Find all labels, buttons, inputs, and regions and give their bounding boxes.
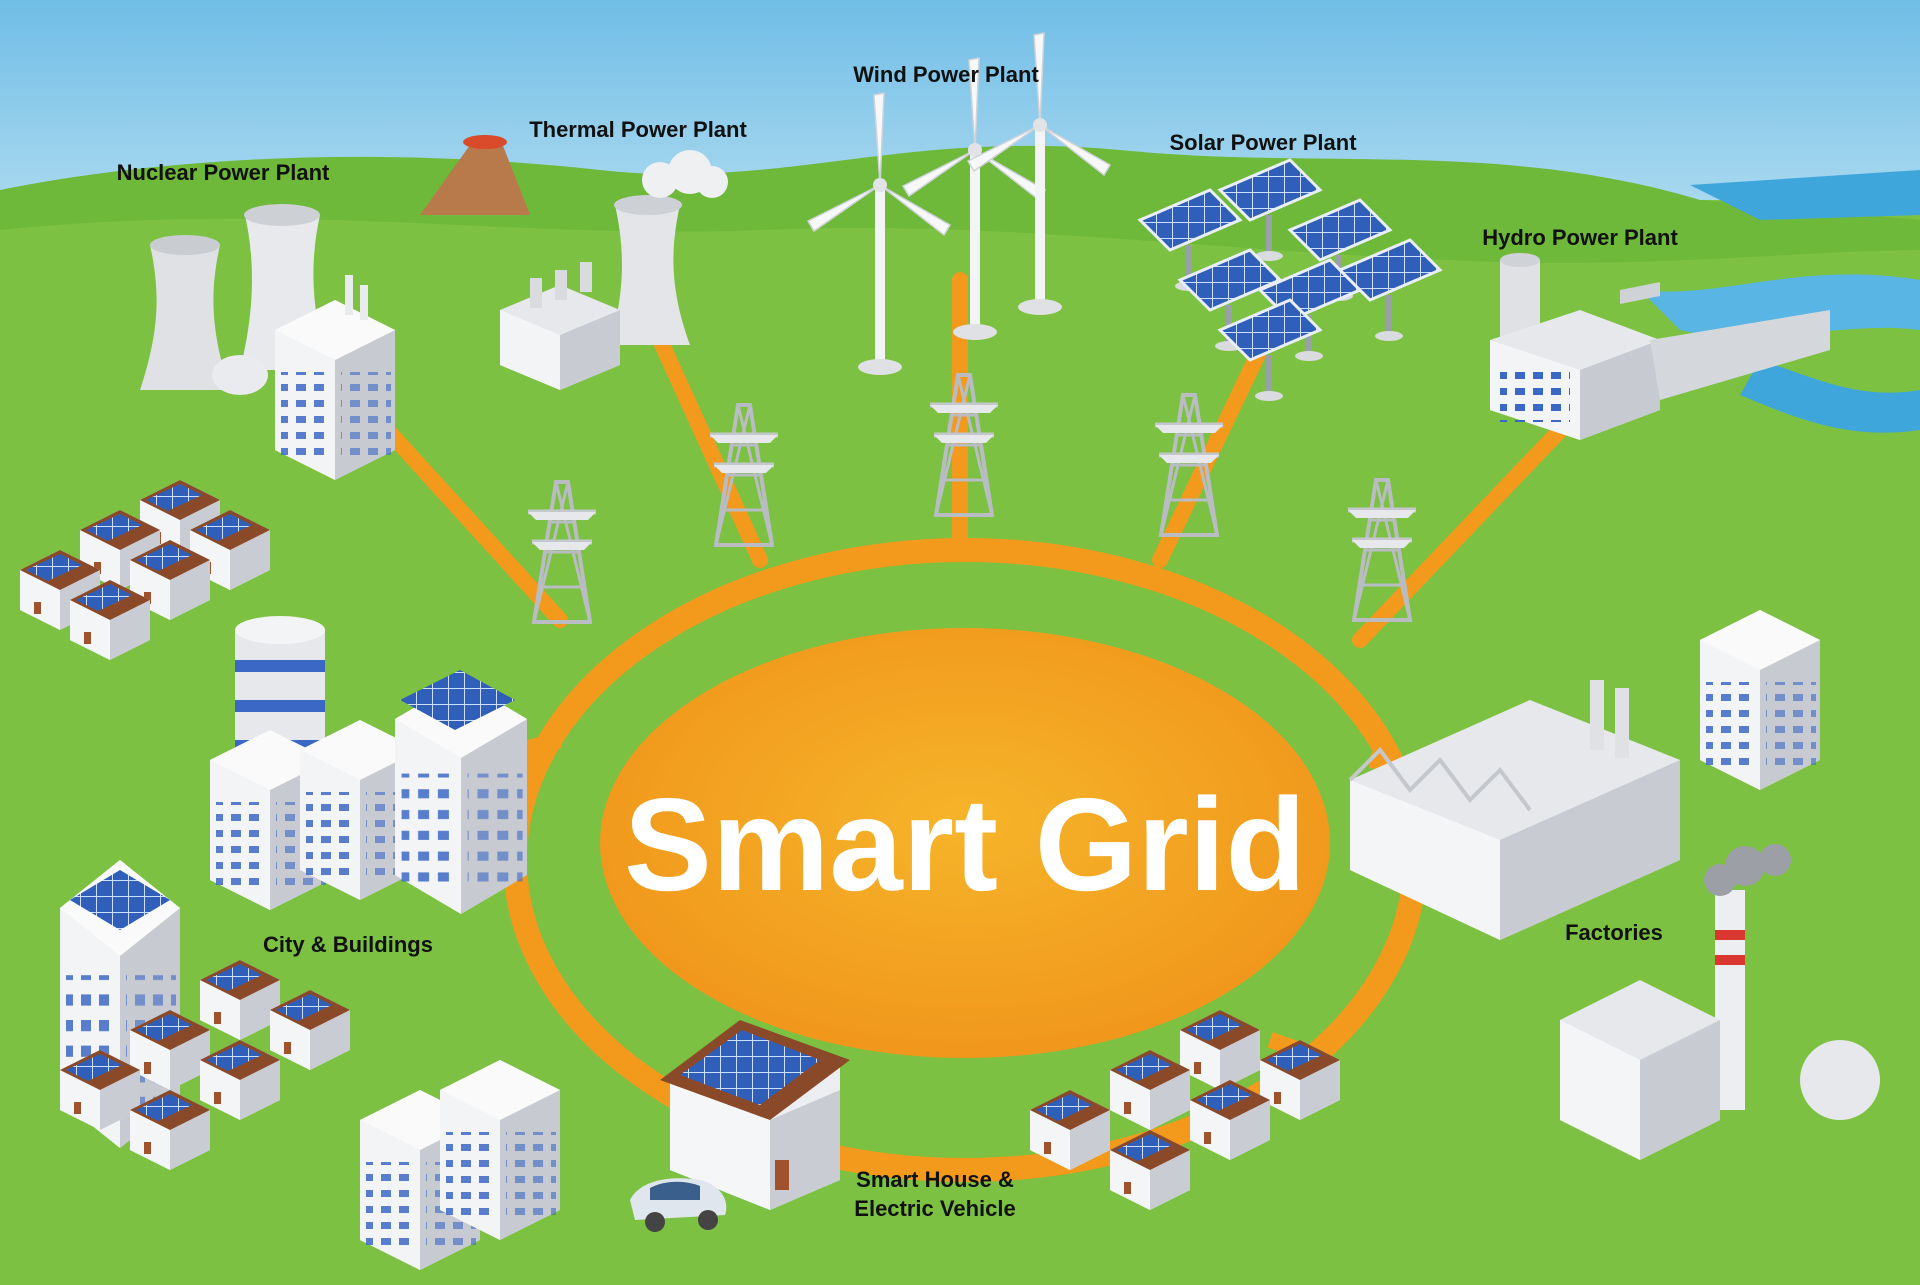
office-building-icon — [440, 1060, 560, 1240]
label-hydro: Hydro Power Plant — [1482, 225, 1678, 250]
sea — [1690, 170, 1920, 220]
reservoir — [1640, 274, 1920, 338]
city-lower-left — [60, 860, 350, 1170]
feed-line-hydro — [1352, 412, 1578, 648]
thermal-plant-icon — [500, 150, 728, 390]
label-factories: Factories — [1565, 920, 1663, 945]
feed-line-thermal — [652, 332, 768, 568]
label-smart-house-1: Smart House & — [856, 1167, 1014, 1192]
label-nuclear: Nuclear Power Plant — [117, 160, 330, 185]
label-smart-house-2: Electric Vehicle — [854, 1196, 1015, 1221]
office-building-icon — [1700, 610, 1820, 790]
hydro-dam-icon — [1490, 253, 1830, 440]
smart-grid-hub — [600, 628, 1330, 1058]
label-city: City & Buildings — [263, 932, 433, 957]
city-buildings — [210, 616, 527, 914]
smart-house-icon — [660, 1020, 850, 1210]
river — [1740, 360, 1920, 433]
volcano-icon — [420, 135, 530, 215]
label-thermal: Thermal Power Plant — [529, 117, 747, 142]
electric-car-icon — [630, 1178, 727, 1232]
label-solar: Solar Power Plant — [1169, 130, 1357, 155]
nuclear-plant-icon — [140, 204, 395, 480]
factory-icon — [1560, 844, 1880, 1160]
smart-grid-title: Smart Grid — [624, 771, 1306, 918]
label-wind: Wind Power Plant — [853, 62, 1039, 87]
factory-icon — [1348, 680, 1680, 940]
